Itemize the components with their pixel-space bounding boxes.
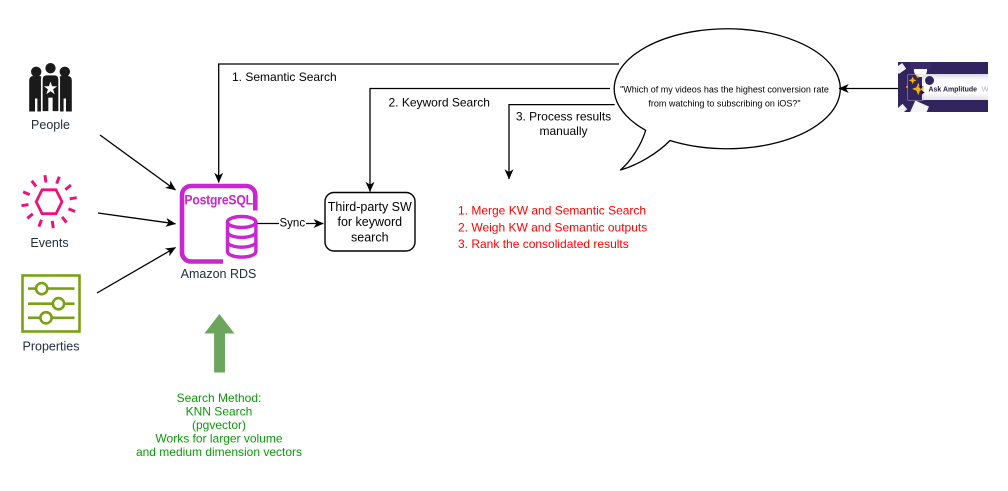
svg-text:Works for larger volume: Works for larger volume <box>155 432 282 446</box>
svg-text:and medium dimension vectors: and medium dimension vectors <box>136 445 302 459</box>
svg-text:PostgreSQL: PostgreSQL <box>184 193 253 209</box>
svg-text:(pgvector): (pgvector) <box>192 418 246 432</box>
svg-text:manually: manually <box>539 124 587 138</box>
svg-text:"Which of my videos has the hi: "Which of my videos has the highest conv… <box>620 84 829 94</box>
svg-text:Search Method:: Search Method: <box>177 391 262 405</box>
svg-text:People: People <box>31 118 70 132</box>
svg-text:Events: Events <box>30 236 68 250</box>
svg-text:3. Rank the consolidated resul: 3. Rank the consolidated results <box>458 237 629 251</box>
svg-text:Third-party SW: Third-party SW <box>328 200 412 214</box>
svg-text:1. Semantic Search: 1. Semantic Search <box>232 70 337 84</box>
svg-text:search: search <box>351 230 389 244</box>
svg-text:from watching to subscribing o: from watching to subscribing on iOS?" <box>648 99 800 109</box>
svg-text:Properties: Properties <box>23 340 80 354</box>
svg-text:W: W <box>982 84 989 93</box>
svg-text:Amazon RDS: Amazon RDS <box>181 267 257 281</box>
svg-text:3. Process results: 3. Process results <box>516 110 611 124</box>
svg-text:Ask Amplitude: Ask Amplitude <box>929 84 978 93</box>
svg-text:1. Merge KW and Semantic Searc: 1. Merge KW and Semantic Search <box>458 204 646 218</box>
svg-text:for keyword: for keyword <box>337 215 402 229</box>
svg-text:2. Weigh KW and Semantic outpu: 2. Weigh KW and Semantic outputs <box>458 220 647 234</box>
svg-text:KNN Search: KNN Search <box>186 405 253 419</box>
svg-text:2. Keyword Search: 2. Keyword Search <box>389 96 490 110</box>
svg-text:Sync: Sync <box>280 218 306 230</box>
